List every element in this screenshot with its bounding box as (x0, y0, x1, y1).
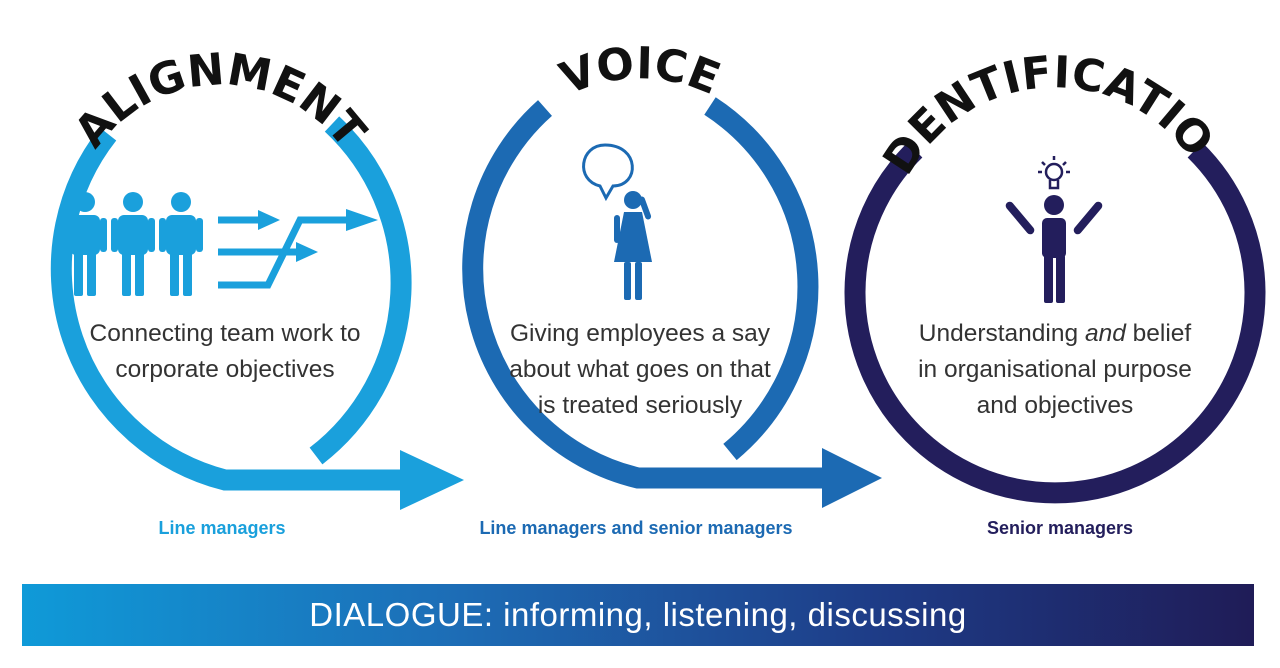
voice-title: VOICE (553, 38, 727, 105)
speech-bubble-icon (582, 143, 634, 202)
person-figure-2 (111, 192, 155, 296)
alignment-description: Connecting team work to corporate object… (40, 316, 410, 388)
alignment-audience: Line managers (158, 518, 286, 538)
alignment-title: ALIGNMENT (65, 44, 376, 157)
speech-bubble-person-icon (582, 143, 652, 300)
alignment-desc-line-2: corporate objectives (115, 356, 335, 383)
voice-cycle-arrow (462, 97, 832, 489)
woman-figure-icon (614, 191, 652, 300)
voice-desc-line-1: Giving employees a say (509, 320, 771, 347)
identification-description: Understanding and belief in organisation… (860, 316, 1250, 424)
person-figure-1 (63, 192, 107, 296)
voice-desc-line-3: is treated seriously (537, 392, 743, 419)
identification-desc-line-1-start: Understanding (918, 320, 1085, 347)
identification-desc-emphasis: and (1084, 320, 1126, 347)
alignment-cycle-arrow (50, 116, 412, 491)
person-figure-3 (159, 192, 203, 296)
alignment-desc-line-1: Connecting team work to (89, 320, 361, 347)
voice-desc-line-2: about what goes on that (509, 356, 771, 383)
cheering-person-icon (1005, 195, 1103, 303)
identification-desc-line-3: and objectives (976, 392, 1134, 419)
merging-arrows-icon (218, 216, 350, 289)
alignment-arrowhead (400, 450, 464, 510)
lightbulb-person-icon (1005, 156, 1103, 303)
team-alignment-icon (63, 192, 203, 296)
identification-desc-line-2: in organisational purpose (918, 356, 1192, 383)
identification-cycle (844, 142, 1266, 504)
dialogue-text: DIALOGUE: informing, listening, discussi… (309, 596, 967, 633)
identification-desc-line-1: Understanding and belief (860, 316, 1250, 352)
identification-audience: Senior managers (986, 518, 1134, 538)
lightbulb-icon (1038, 156, 1070, 190)
voice-arrowhead (822, 448, 882, 508)
identification-desc-line-1-end: belief (1125, 320, 1192, 347)
merging-arrowheads (258, 209, 378, 262)
voice-audience: Line managers and senior managers (479, 518, 793, 538)
voice-description: Giving employees a say about what goes o… (450, 316, 830, 424)
dialogue-banner: DIALOGUE: informing, listening, discussi… (22, 584, 1254, 646)
